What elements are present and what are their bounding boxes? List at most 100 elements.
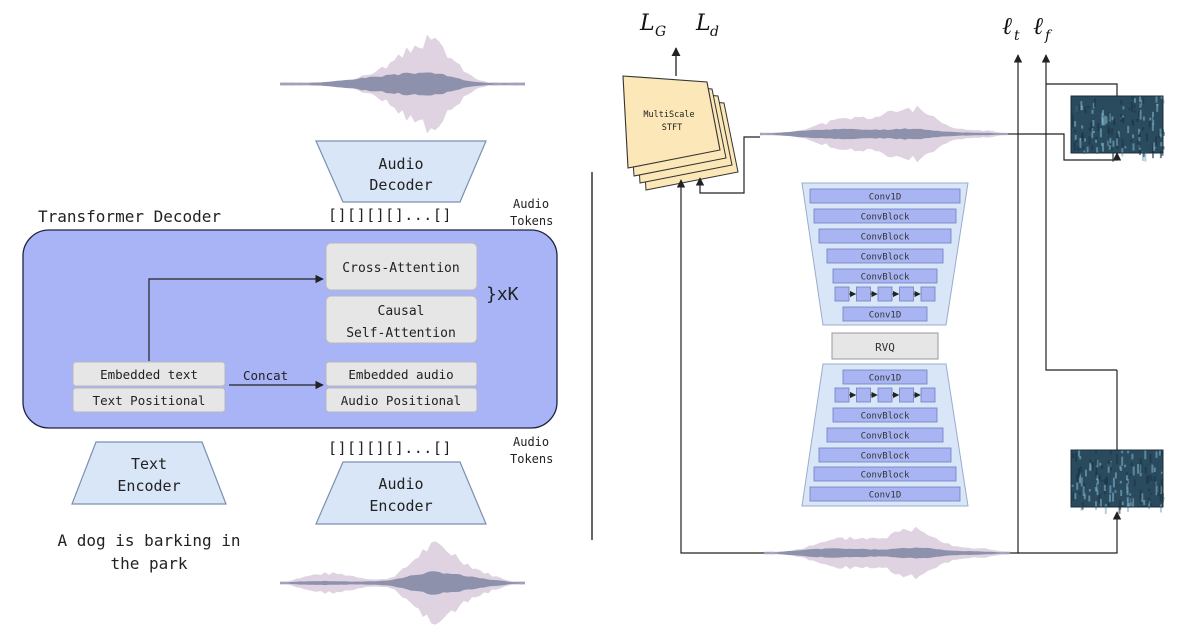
codec-block [818,447,952,463]
text-to-cross-attention-arrow [148,274,324,361]
codec-block [813,466,957,482]
codec-decoder: Conv1DConvBlockConvBlockConvBlockConvBlo… [801,363,969,507]
time-loss-line [1010,54,1023,554]
svg-text:G: G [655,24,666,40]
audio-positional-block: Audio Positional [325,387,478,413]
audio-encoder-label-1: Audio [378,475,423,493]
text-positional-label: Text Positional [93,393,206,408]
codec-mini-block [877,286,893,302]
cross-attention-label: Cross-Attention [342,261,459,276]
codec-mini-block [920,387,936,403]
text-encoder-label-2: Encoder [117,477,180,495]
codec-block [826,248,944,264]
codec-mini-block [834,286,850,302]
input-waveform [280,541,525,625]
loss-g-label: L G [639,11,666,40]
codec-encoder: Conv1DConvBlockConvBlockConvBlockConvBlo… [801,182,969,326]
causal-self-attention-block: Causal Self-Attention [325,295,478,344]
svg-text:ℓ: ℓ [1033,12,1043,40]
stft-label-2: STFT [662,123,682,133]
codec-block-label: ConvBlock [861,452,910,462]
codec-block-label: Conv1D [869,374,902,384]
codec-block [826,427,944,443]
loss-d-label: L d [695,11,719,40]
rvq-label: RVQ [875,341,895,354]
audio-decoder-label-1: Audio [378,155,423,173]
freq-loss-line [1041,54,1117,371]
codec-block-label: ConvBlock [861,213,910,223]
codec-block-label: ConvBlock [861,412,910,422]
embedded-audio-block: Embedded audio [325,361,478,387]
concat-label: Concat [243,368,288,383]
caption-line-2: the park [110,554,187,573]
codec-block-label: ConvBlock [861,471,910,481]
output-waveform [280,34,525,134]
rvq-block: RVQ [831,332,939,360]
causal-label-2: Self-Attention [346,326,456,341]
codec-block-label: Conv1D [869,491,902,501]
codec-block-label: ConvBlock [861,273,910,283]
original-waveform [764,526,1010,580]
reconstructed-waveform [760,105,1008,163]
svg-text:L: L [695,11,711,36]
embedded-text-label: Embedded text [100,367,198,382]
codec-block-label: ConvBlock [861,233,910,243]
reconstructed-to-spectrogram-arrow [1018,133,1122,161]
reconstructed-spectrogram [1070,95,1165,162]
original-to-stft-arrow [676,179,764,554]
codec-block-label: ConvBlock [861,432,910,442]
reconstructed-to-stft-arrow [695,136,760,194]
codec-block [842,306,928,322]
codec-mini-block [856,387,871,403]
svg-text:f: f [1044,28,1053,44]
codec-block-label: ConvBlock [861,253,910,263]
caption-line-1: A dog is barking in [57,531,240,550]
svg-text:t: t [1014,28,1020,44]
svg-text:L: L [639,11,655,36]
causal-label-1: Causal [378,304,425,319]
codec-block-label: Conv1D [869,193,902,203]
audio-encoder-block: Audio Encoder [315,461,487,525]
spec-top-connector [1046,83,1118,96]
audio-tokens-top-label-1: Audio [513,197,549,211]
text-encoder-block: Text Encoder [71,441,227,505]
repeat-k-label: }xK [486,284,519,305]
cross-attention-block: Cross-Attention [325,242,478,291]
codec-mini-block [834,387,850,403]
audio-decoder-block: Audio Decoder [315,140,487,203]
codec-block [809,486,961,502]
audio-tokens-bottom: [][][][]...[] [328,439,452,457]
codec-mini-block [856,286,871,302]
audio-tokens-top: [][][][]...[] [328,206,452,224]
multiscale-stft-block: MultiScale STFT [622,75,739,191]
svg-text:d: d [710,24,719,40]
codec-block-label: Conv1D [869,311,902,321]
codec-mini-block [899,286,914,302]
stft-label-1: MultiScale [643,110,694,120]
codec-block [813,208,957,224]
loss-t-label: ℓ t [1002,12,1020,44]
transformer-decoder-title: Transformer Decoder [38,207,221,226]
embedded-text-block: Embedded text [72,361,226,387]
embedded-audio-label: Embedded audio [348,367,453,382]
codec-block [809,188,961,204]
codec-block [832,407,938,423]
codec-mini-block [877,387,893,403]
audio-positional-label: Audio Positional [341,393,461,408]
svg-text:ℓ: ℓ [1002,12,1012,40]
codec-block [818,228,952,244]
original-spectrogram [1070,449,1165,514]
text-encoder-label-1: Text [131,455,167,473]
loss-f-label: ℓ f [1033,12,1053,44]
text-positional-block: Text Positional [72,387,226,413]
codec-block [832,268,938,284]
audio-tokens-bottom-label-1: Audio [513,435,549,449]
audio-decoder-label-2: Decoder [369,176,432,194]
audio-tokens-top-label-2: Tokens [510,214,553,228]
audio-tokens-bottom-label-2: Tokens [510,452,553,466]
codec-block [842,369,928,385]
codec-mini-block [920,286,936,302]
codec-mini-block [899,387,914,403]
